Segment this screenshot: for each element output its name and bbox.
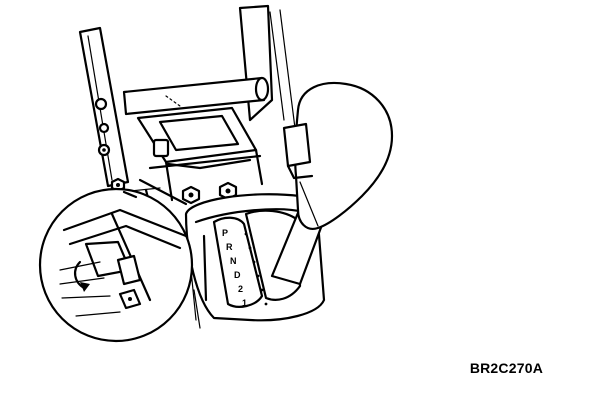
cross-rod [122,76,270,116]
gear-position-letters: P R N D 2 1 [222,228,268,308]
shift-knob [282,82,394,230]
gear-letter-2: 2 [238,284,243,294]
inset-leader-line [122,190,138,199]
left-bracket [78,26,130,188]
gear-letter-p: P [222,228,228,238]
figure-code-label: BR2C270A [469,360,543,376]
mount-plate [136,106,264,202]
right-bracket [238,4,297,137]
gear-letter-d: D [234,270,241,280]
bolt-left [181,185,201,205]
detail-inset [38,187,194,343]
gear-letter-r: R [226,242,233,252]
gear-letter-n: N [230,256,237,266]
gear-letter-1: 1 [242,298,247,308]
